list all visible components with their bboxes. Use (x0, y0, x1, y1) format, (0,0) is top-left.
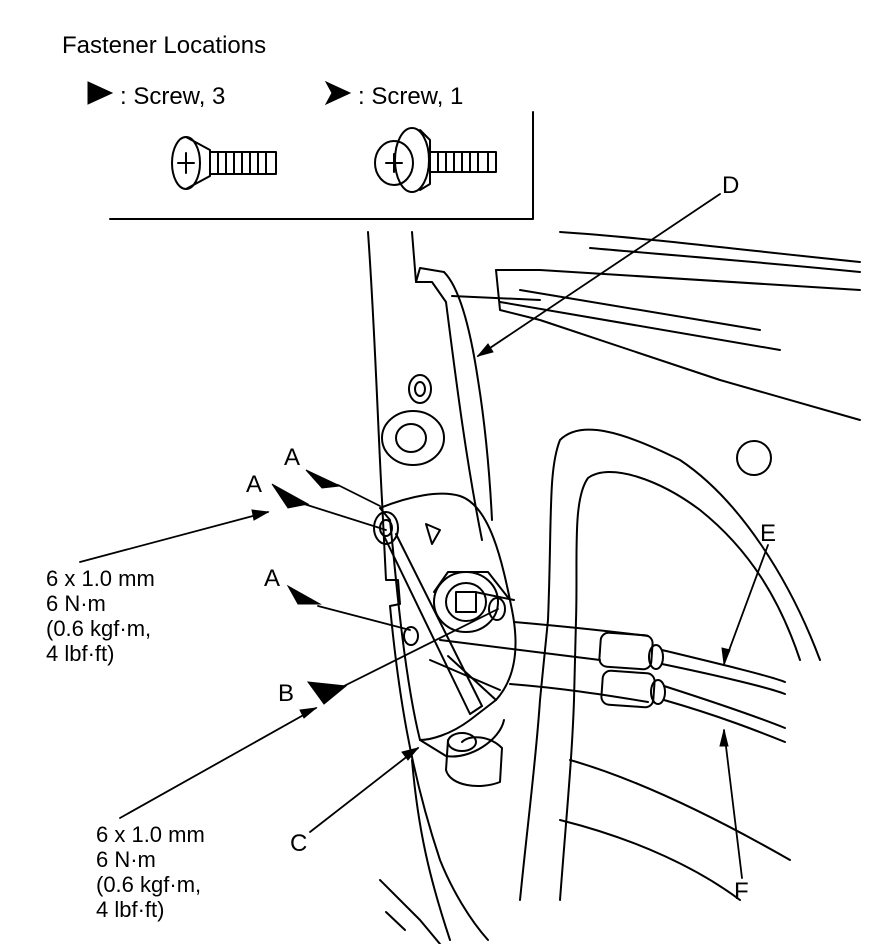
callout-d: D (722, 172, 740, 199)
spec-a-torque: 6 N·m (46, 591, 106, 616)
torque-spec-b: 6 x 1.0 mm 6 N·m (0.6 kgf·m, 4 lbf·ft) (96, 822, 205, 922)
leader-line-c (309, 747, 419, 833)
legend-marker-flat-head (87, 81, 114, 105)
arrowhead-spec-b (299, 707, 318, 719)
legend-washer-screw-text: : Screw, 1 (358, 83, 464, 110)
leader-line-a1 (337, 484, 381, 507)
door-latch-assembly (373, 492, 517, 787)
legend-marker-washer (324, 80, 352, 106)
arrowhead-c (401, 747, 420, 761)
callout-a-lower: A (264, 565, 281, 592)
arrowhead-e (721, 647, 731, 666)
washer-screw-icon (374, 127, 497, 193)
arrowhead-f (719, 729, 729, 747)
arrowhead-d (476, 343, 494, 357)
callout-a-upper: A (284, 444, 301, 471)
spec-a-size: 6 x 1.0 mm (46, 566, 155, 591)
leader-line-spec-a (79, 511, 269, 563)
leader-line-spec-b (119, 707, 317, 819)
pointer-marker-a1 (305, 469, 342, 489)
callout-f: F (734, 878, 749, 905)
door-cables (439, 591, 786, 743)
spec-b-kgf: (0.6 kgf·m, (96, 872, 202, 897)
diagram-title: Fastener Locations (62, 32, 267, 59)
door-opening-outline (519, 428, 821, 901)
door-frame-outline (367, 231, 861, 541)
legend-frame (109, 111, 534, 220)
spec-b-lbf: 4 lbf·ft) (96, 897, 165, 922)
callout-c: C (290, 830, 308, 857)
leader-line-a2 (303, 503, 387, 531)
lower-door-panel (379, 499, 489, 944)
arrowhead-spec-a (251, 509, 270, 521)
callout-b: B (278, 680, 295, 707)
callout-a-middle: A (246, 471, 263, 498)
pointer-marker-a3 (286, 584, 322, 605)
spec-b-size: 6 x 1.0 mm (96, 822, 205, 847)
leader-line-a3 (317, 605, 411, 631)
spec-a-lbf: 4 lbf·ft) (46, 641, 115, 666)
leader-line-f (723, 729, 743, 879)
leader-line-b (335, 608, 499, 691)
callout-e: E (760, 520, 777, 547)
spec-a-kgf: (0.6 kgf·m, (46, 616, 152, 641)
leader-line-d (477, 193, 721, 357)
legend-flat-head-screw-text: : Screw, 3 (120, 83, 226, 110)
pointer-marker-a2 (271, 483, 310, 509)
torque-spec-a: 6 x 1.0 mm 6 N·m (0.6 kgf·m, 4 lbf·ft) (46, 566, 155, 666)
leader-line-e (723, 544, 769, 665)
pointer-marker-b (306, 681, 348, 705)
spec-b-torque: 6 N·m (96, 847, 156, 872)
flat-head-screw-icon (171, 136, 277, 190)
